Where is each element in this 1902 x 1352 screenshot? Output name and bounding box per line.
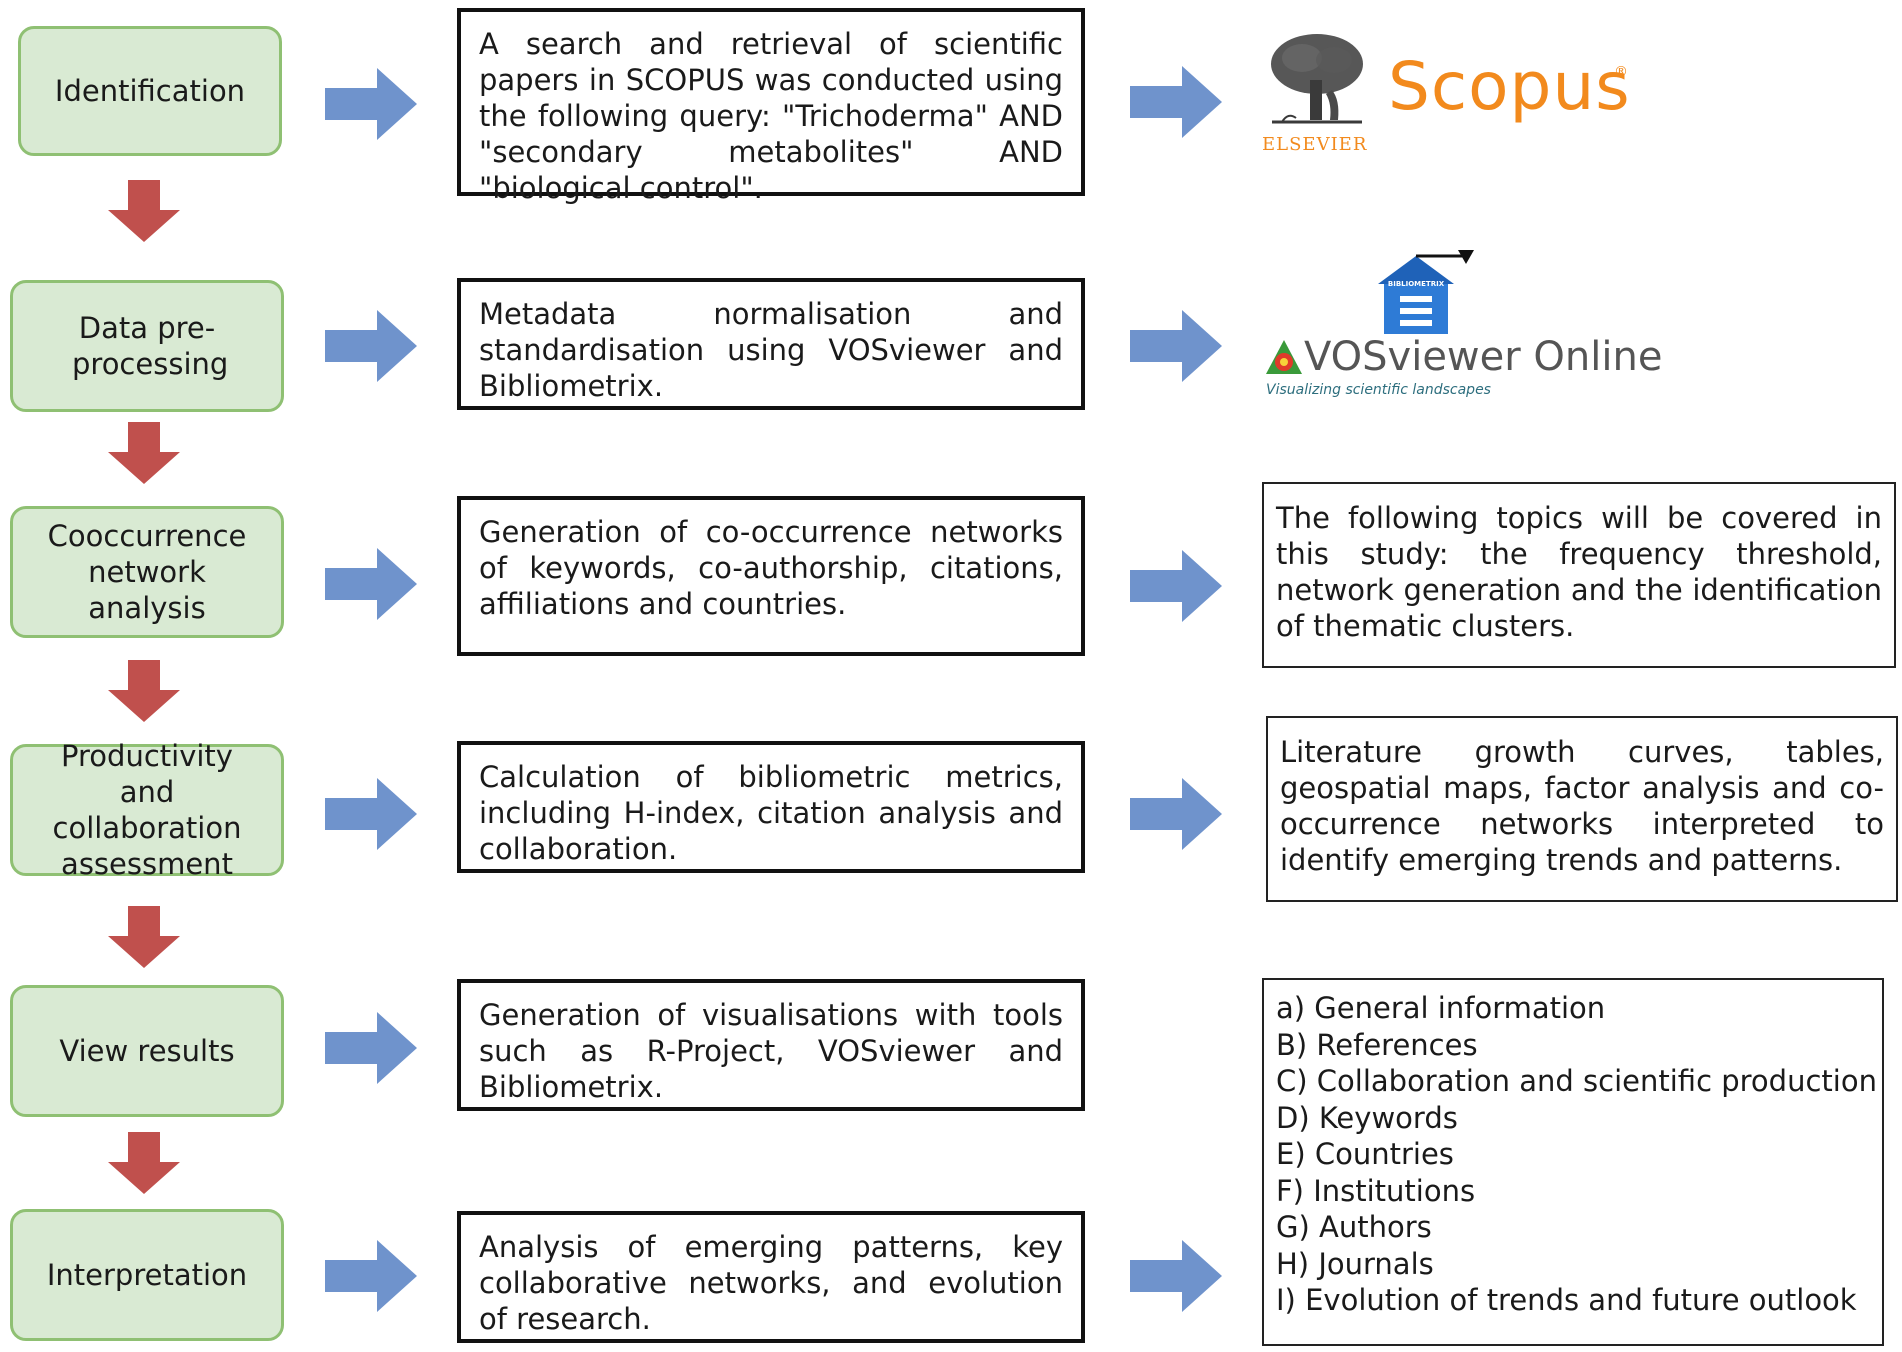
step-productivity-collaboration: Productivity and collaboration assessmen… xyxy=(10,739,284,881)
description-view-results: Generation of visualisations with tools … xyxy=(457,979,1085,1111)
down-arrow-3 xyxy=(108,660,180,722)
right-arrow-output-5 xyxy=(1130,1240,1222,1312)
right-arrow-output-1 xyxy=(1130,66,1222,138)
description-data-preprocessing: Metadata normalisation and standardisati… xyxy=(457,278,1085,410)
right-arrow-step-2 xyxy=(325,310,417,382)
step-data-preprocessing: Data pre-processing xyxy=(10,280,284,412)
step-label: Interpretation xyxy=(46,1258,248,1292)
right-arrow-step-1 xyxy=(325,68,417,140)
step-interpretation: Interpretation xyxy=(10,1209,284,1341)
down-arrow-2 xyxy=(108,422,180,484)
down-arrow-5 xyxy=(108,1132,180,1194)
step-label: Data pre-processing xyxy=(72,311,229,381)
step-identification: Identification xyxy=(18,26,282,156)
elsevier-logo: ELSEVIER xyxy=(1262,30,1382,155)
right-arrow-step-4 xyxy=(325,778,417,850)
registered-mark: ® xyxy=(1614,64,1628,80)
right-arrow-step-3 xyxy=(325,548,417,620)
list-item: F) Institutions xyxy=(1276,1173,1476,1208)
right-arrow-output-4 xyxy=(1130,778,1222,850)
description-identification: A search and retrieval of scientific pap… xyxy=(457,8,1085,205)
list-item: I) Evolution of trends and future outloo… xyxy=(1276,1283,1857,1317)
down-arrow-4 xyxy=(108,906,180,968)
down-arrow-1 xyxy=(108,180,180,242)
description-interpretation: Analysis of emerging patterns, key colla… xyxy=(457,1211,1085,1343)
elsevier-wordmark: ELSEVIER xyxy=(1262,134,1368,155)
right-arrow-step-6 xyxy=(325,1240,417,1312)
list-item: B) References xyxy=(1276,1027,1478,1062)
description-cooccurrence: Generation of co-occurrence networks of … xyxy=(457,496,1085,656)
vosviewer-tagline: Visualizing scientific landscapes xyxy=(1266,382,1491,398)
list-item: C) Collaboration and scientific producti… xyxy=(1276,1064,1877,1098)
step-label: Productivity and collaboration assessmen… xyxy=(52,739,242,881)
output-results-list: a) General information B) References C) … xyxy=(1262,978,1884,1346)
list-item: G) Authors xyxy=(1276,1210,1432,1244)
elsevier-tree-icon xyxy=(1264,32,1370,132)
bibliometrix-badge-text: BIBLIOMETRIX xyxy=(1387,280,1445,288)
step-label: Cooccurrence network analysis xyxy=(47,519,247,625)
bibliometrix-house-icon xyxy=(1378,250,1474,334)
bibliometrix-logo: BIBLIOMETRIX xyxy=(1370,250,1480,340)
right-arrow-step-5 xyxy=(325,1012,417,1084)
step-label: View results xyxy=(59,1034,235,1068)
list-item: H) Journals xyxy=(1276,1246,1434,1281)
step-label: Identification xyxy=(54,74,246,108)
list-item: a) General information xyxy=(1276,991,1606,1025)
output-productivity-analysis: Literature growth curves, tables, geospa… xyxy=(1266,716,1898,902)
step-view-results: View results xyxy=(10,985,284,1117)
description-productivity: Calculation of bibliometric metrics, inc… xyxy=(457,741,1085,873)
step-cooccurrence-network-analysis: Cooccurrence network analysis xyxy=(10,506,284,638)
scopus-wordmark: Scopus xyxy=(1388,48,1631,125)
list-item: E) Countries xyxy=(1276,1137,1454,1171)
vosviewer-wordmark: VOSviewer Online xyxy=(1304,334,1663,380)
right-arrow-output-3 xyxy=(1130,550,1222,622)
right-arrow-output-2 xyxy=(1130,310,1222,382)
list-item: D) Keywords xyxy=(1276,1100,1458,1135)
output-cooccurrence-topics: The following topics will be covered in … xyxy=(1262,482,1896,668)
vosviewer-icon xyxy=(1264,338,1304,378)
